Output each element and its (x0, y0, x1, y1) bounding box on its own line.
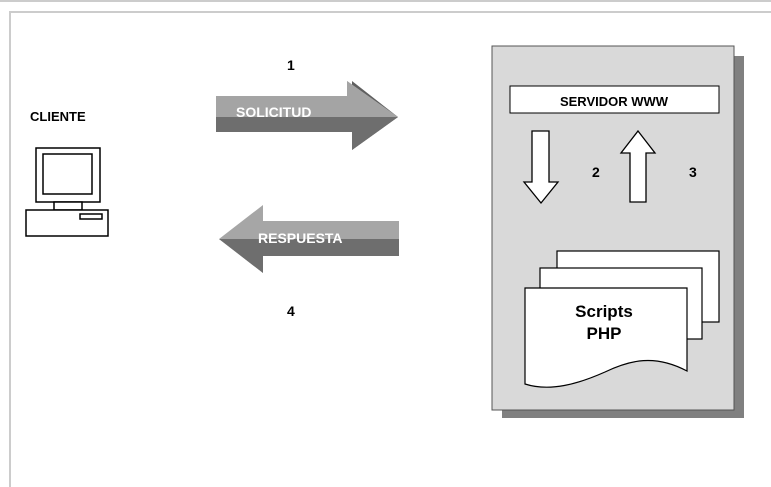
down-arrow-icon (522, 130, 560, 205)
client-label: CLIENTE (30, 109, 86, 124)
web-server-label: SERVIDOR WWW (560, 94, 669, 109)
step-3-number: 3 (689, 164, 697, 180)
response-arrow: RESPUESTA (219, 205, 399, 273)
step-2-number: 2 (592, 164, 600, 180)
script-page-front (524, 287, 688, 388)
request-arrow: SOLICITUD (216, 81, 398, 150)
computer-icon (25, 147, 109, 237)
scripts-label-line1: Scripts (575, 302, 633, 321)
up-arrow-icon (619, 129, 657, 203)
response-arrow-label: RESPUESTA (258, 230, 343, 246)
step-1-number: 1 (287, 57, 295, 73)
step-4-number: 4 (287, 303, 295, 319)
request-arrow-label: SOLICITUD (236, 104, 311, 120)
web-server-box (509, 85, 720, 114)
script-documents-stack (524, 250, 720, 388)
scripts-label-line2: PHP (587, 324, 622, 343)
